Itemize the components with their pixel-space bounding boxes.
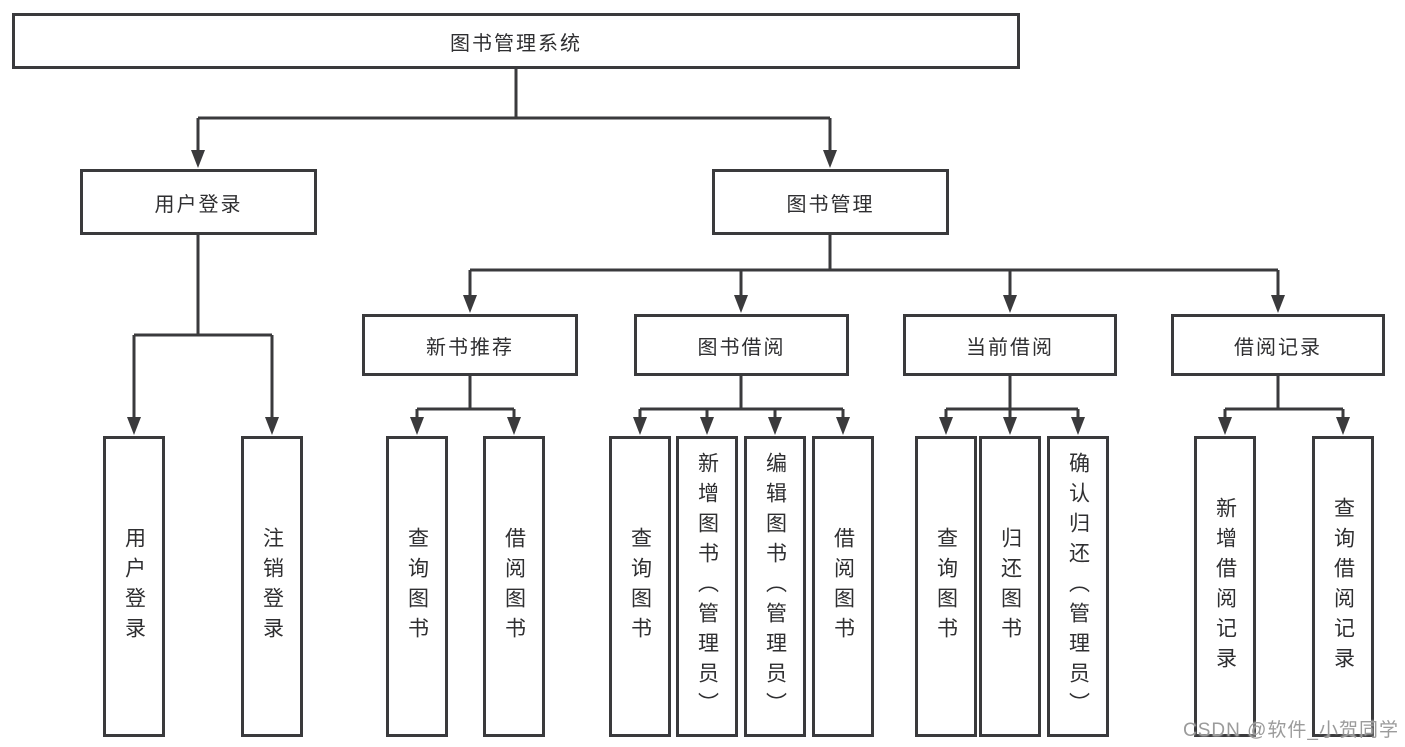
arrowhead-down-icon <box>939 417 953 435</box>
arrowhead-down-icon <box>768 417 782 435</box>
node-label: 新书推荐 <box>426 336 514 359</box>
connector-line <box>1223 376 1345 419</box>
node-label: 用户登录 <box>122 526 146 647</box>
node-leaf-add-borrow-record: 新增借阅记录 <box>1194 436 1256 737</box>
arrowhead-down-icon <box>1218 417 1232 435</box>
node-leaf-query-books-recommend: 查询图书 <box>386 436 448 737</box>
node-label: 借阅图书 <box>502 526 526 647</box>
node-new-book-recommend: 新书推荐 <box>362 314 578 376</box>
connector-line <box>944 376 1080 419</box>
arrowhead-down-icon <box>507 417 521 435</box>
node-label: 图书管理 <box>786 193 875 216</box>
connector-line <box>196 69 832 152</box>
node-leaf-logout: 注销登录 <box>241 436 303 737</box>
node-label: 编辑图书（管理员） <box>763 451 787 722</box>
node-leaf-borrow-books: 借阅图书 <box>812 436 874 737</box>
node-leaf-user-login: 用户登录 <box>103 436 165 737</box>
node-label: 借阅图书 <box>831 526 855 647</box>
node-label: 查询借阅记录 <box>1331 496 1355 677</box>
node-label: 图书管理系统 <box>450 32 582 55</box>
node-leaf-query-books-borrow: 查询图书 <box>609 436 671 737</box>
arrowhead-down-icon <box>836 417 850 435</box>
connector-line <box>638 376 845 419</box>
node-leaf-query-borrow-record: 查询借阅记录 <box>1312 436 1374 737</box>
connector-line <box>415 376 516 419</box>
node-label: 查询图书 <box>628 526 652 647</box>
arrowhead-down-icon <box>734 295 748 313</box>
connector-root-to-level2 <box>191 69 837 168</box>
node-borrow-records: 借阅记录 <box>1171 314 1385 376</box>
connector-book-management-branch <box>463 235 1285 313</box>
node-label: 新增图书（管理员） <box>695 451 719 722</box>
arrowhead-down-icon <box>1003 295 1017 313</box>
connector-current-borrow-branch <box>939 376 1085 435</box>
node-label: 查询图书 <box>934 526 958 647</box>
arrowhead-down-icon <box>191 150 205 168</box>
node-leaf-edit-books-admin: 编辑图书（管理员） <box>744 436 806 737</box>
arrowhead-down-icon <box>633 417 647 435</box>
connector-line <box>468 235 1280 297</box>
connector-line <box>132 235 274 419</box>
node-label: 注销登录 <box>260 526 284 647</box>
node-root-library-system: 图书管理系统 <box>12 13 1020 69</box>
node-book-management: 图书管理 <box>712 169 949 235</box>
connector-new-book-branch <box>410 376 521 435</box>
arrowhead-down-icon <box>265 417 279 435</box>
node-user-login: 用户登录 <box>80 169 317 235</box>
node-label: 图书借阅 <box>697 336 786 359</box>
node-leaf-borrow-books-recommend: 借阅图书 <box>483 436 545 737</box>
node-label: 当前借阅 <box>966 336 1054 359</box>
node-current-borrow: 当前借阅 <box>903 314 1117 376</box>
arrowhead-down-icon <box>1336 417 1350 435</box>
connector-book-borrow-branch <box>633 376 850 435</box>
node-leaf-query-books-current: 查询图书 <box>915 436 977 737</box>
connector-user-login-branch <box>127 235 279 435</box>
node-book-borrow: 图书借阅 <box>634 314 849 376</box>
arrowhead-down-icon <box>823 150 837 168</box>
node-label: 查询图书 <box>405 526 429 647</box>
node-label: 归还图书 <box>998 526 1022 647</box>
arrowhead-down-icon <box>410 417 424 435</box>
arrowhead-down-icon <box>700 417 714 435</box>
node-label: 借阅记录 <box>1234 336 1322 359</box>
node-label: 确认归还（管理员） <box>1066 451 1090 722</box>
arrowhead-down-icon <box>1071 417 1085 435</box>
connector-borrow-records-branch <box>1218 376 1350 435</box>
node-label: 用户登录 <box>154 193 243 216</box>
node-leaf-add-books-admin: 新增图书（管理员） <box>676 436 738 737</box>
arrowhead-down-icon <box>1271 295 1285 313</box>
arrowhead-down-icon <box>127 417 141 435</box>
arrowhead-down-icon <box>1003 417 1017 435</box>
node-label: 新增借阅记录 <box>1213 496 1237 677</box>
arrowhead-down-icon <box>463 295 477 313</box>
node-leaf-confirm-return-admin: 确认归还（管理员） <box>1047 436 1109 737</box>
csdn-watermark: CSDN @软件_小贺同学 <box>1183 720 1399 741</box>
node-leaf-return-books: 归还图书 <box>979 436 1041 737</box>
